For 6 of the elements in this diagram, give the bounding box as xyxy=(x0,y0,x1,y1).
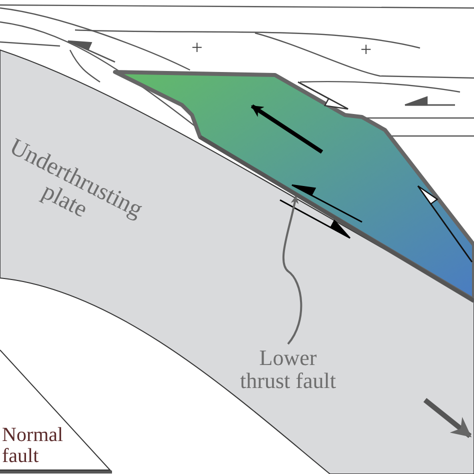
fault-line xyxy=(198,135,474,303)
plus-sign: + xyxy=(190,38,204,59)
fault-label: Normal fault xyxy=(2,425,64,467)
leader-line xyxy=(282,196,302,345)
plus-sign: + xyxy=(359,40,373,61)
fault-label: Lower thrust fault xyxy=(232,346,344,392)
